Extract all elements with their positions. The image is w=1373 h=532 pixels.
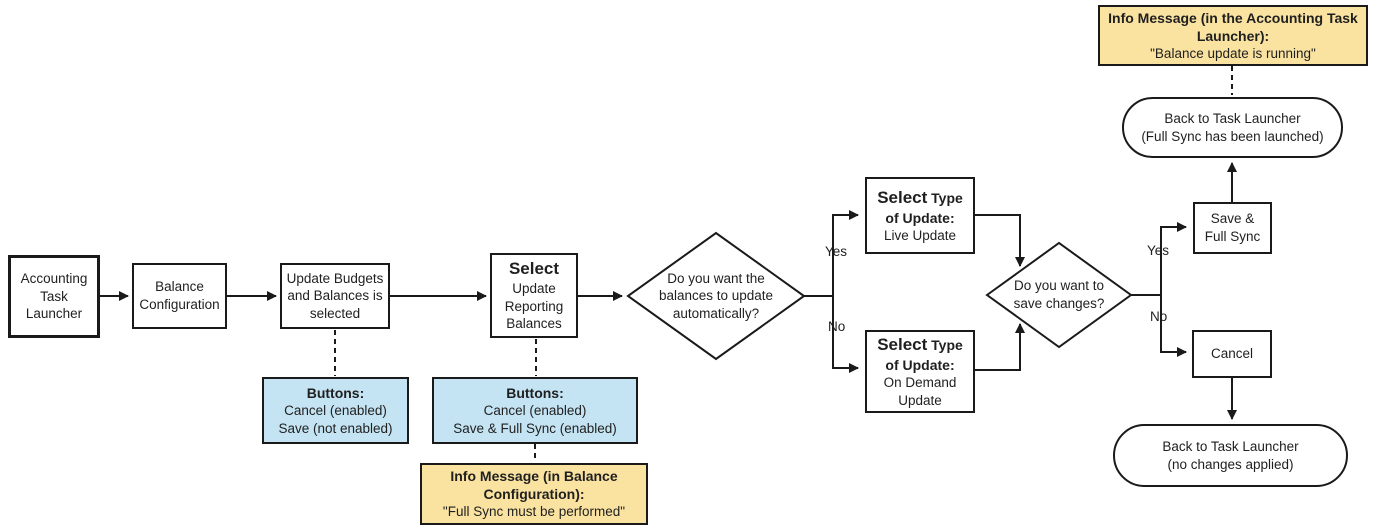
- note-body: "Balance update is running": [1150, 45, 1316, 61]
- node-balance-configuration: Balance Configuration: [132, 263, 227, 329]
- decision-auto-update-label: Do you want the balances to update autom…: [658, 270, 774, 321]
- node-body: Live Update: [883, 227, 957, 243]
- callout-body: Cancel (enabled) Save (not enabled): [278, 403, 393, 436]
- edge-no-to-on-demand: [832, 296, 859, 373]
- node-select-update-reporting-balances: Select Update Reporting Balances: [490, 253, 578, 338]
- edge-live-update-to-decision-save: [975, 214, 1025, 267]
- node-title: Select: [508, 259, 560, 279]
- edge-label-no-auto: No: [828, 319, 846, 334]
- node-label: Update Budgets and Balances is selected: [286, 270, 384, 321]
- edge-on-demand-to-decision-save: [975, 323, 1025, 371]
- node-title: Select Type of Update:: [877, 187, 963, 227]
- edge-yes-to-save-full-sync: [1160, 222, 1187, 295]
- node-title-emphasis: Select: [877, 187, 928, 207]
- node-body: On Demand Update: [883, 375, 957, 408]
- node-cancel: Cancel: [1192, 330, 1272, 378]
- callout-title: Buttons:: [306, 384, 365, 401]
- node-label: Back to Task Launcher (Full Sync has bee…: [1141, 110, 1324, 144]
- callout-title: Buttons:: [506, 384, 564, 401]
- node-save-full-sync: Save & Full Sync: [1193, 202, 1272, 254]
- node-select-type-live-update: Select Type of Update: Live Update: [865, 177, 975, 254]
- node-label: Balance Configuration: [139, 279, 220, 312]
- decision-save-changes-label: Do you want to save changes?: [1013, 278, 1105, 311]
- callout-buttons-save-not-enabled: Buttons: Cancel (enabled) Save (not enab…: [262, 377, 409, 444]
- decision-auto-update-shape: [626, 231, 806, 361]
- node-select-type-on-demand: Select Type of Update: On Demand Update: [865, 330, 975, 413]
- note-body: "Full Sync must be performed": [442, 504, 626, 520]
- connectors: [100, 66, 1237, 461]
- callout-buttons-full-sync-enabled: Buttons: Cancel (enabled) Save & Full Sy…: [432, 377, 638, 444]
- note-info-balance-update-running: Info Message (in the Accounting Task Lau…: [1098, 5, 1368, 66]
- edge-label-yes-auto: Yes: [825, 244, 848, 259]
- edge-label-no-save: No: [1150, 309, 1168, 324]
- decision-save-changes-shape: [985, 241, 1133, 349]
- edge-no-to-cancel: [1160, 295, 1187, 357]
- node-body: Update Reporting Balances: [504, 281, 564, 332]
- decision-shapes: [626, 231, 1133, 361]
- node-title-rest: Type of Update:: [885, 336, 963, 373]
- node-label: Back to Task Launcher (no changes applie…: [1162, 438, 1299, 472]
- note-title: Info Message (in Balance Configuration):: [450, 468, 618, 503]
- edge-label-yes-save: Yes: [1147, 243, 1170, 258]
- node-label: Cancel: [1210, 346, 1254, 362]
- node-accounting-task-launcher: Accounting Task Launcher: [8, 255, 100, 338]
- node-update-budgets-selected: Update Budgets and Balances is selected: [280, 263, 390, 329]
- node-label: Save & Full Sync: [1204, 211, 1261, 244]
- note-info-full-sync-required: Info Message (in Balance Configuration):…: [420, 463, 648, 525]
- callout-body: Cancel (enabled) Save & Full Sync (enabl…: [453, 403, 617, 436]
- node-title: Select Type of Update:: [877, 334, 963, 374]
- note-title: Info Message (in the Accounting Task Lau…: [1108, 9, 1358, 44]
- node-title-emphasis: Select: [877, 334, 928, 354]
- node-title-rest: Type of Update:: [885, 189, 963, 226]
- edge-yes-to-live-update: [832, 210, 859, 296]
- node-label: Accounting Task Launcher: [20, 271, 88, 322]
- terminal-back-full-sync: Back to Task Launcher (Full Sync has bee…: [1122, 97, 1343, 158]
- terminal-back-no-changes: Back to Task Launcher (no changes applie…: [1113, 424, 1348, 487]
